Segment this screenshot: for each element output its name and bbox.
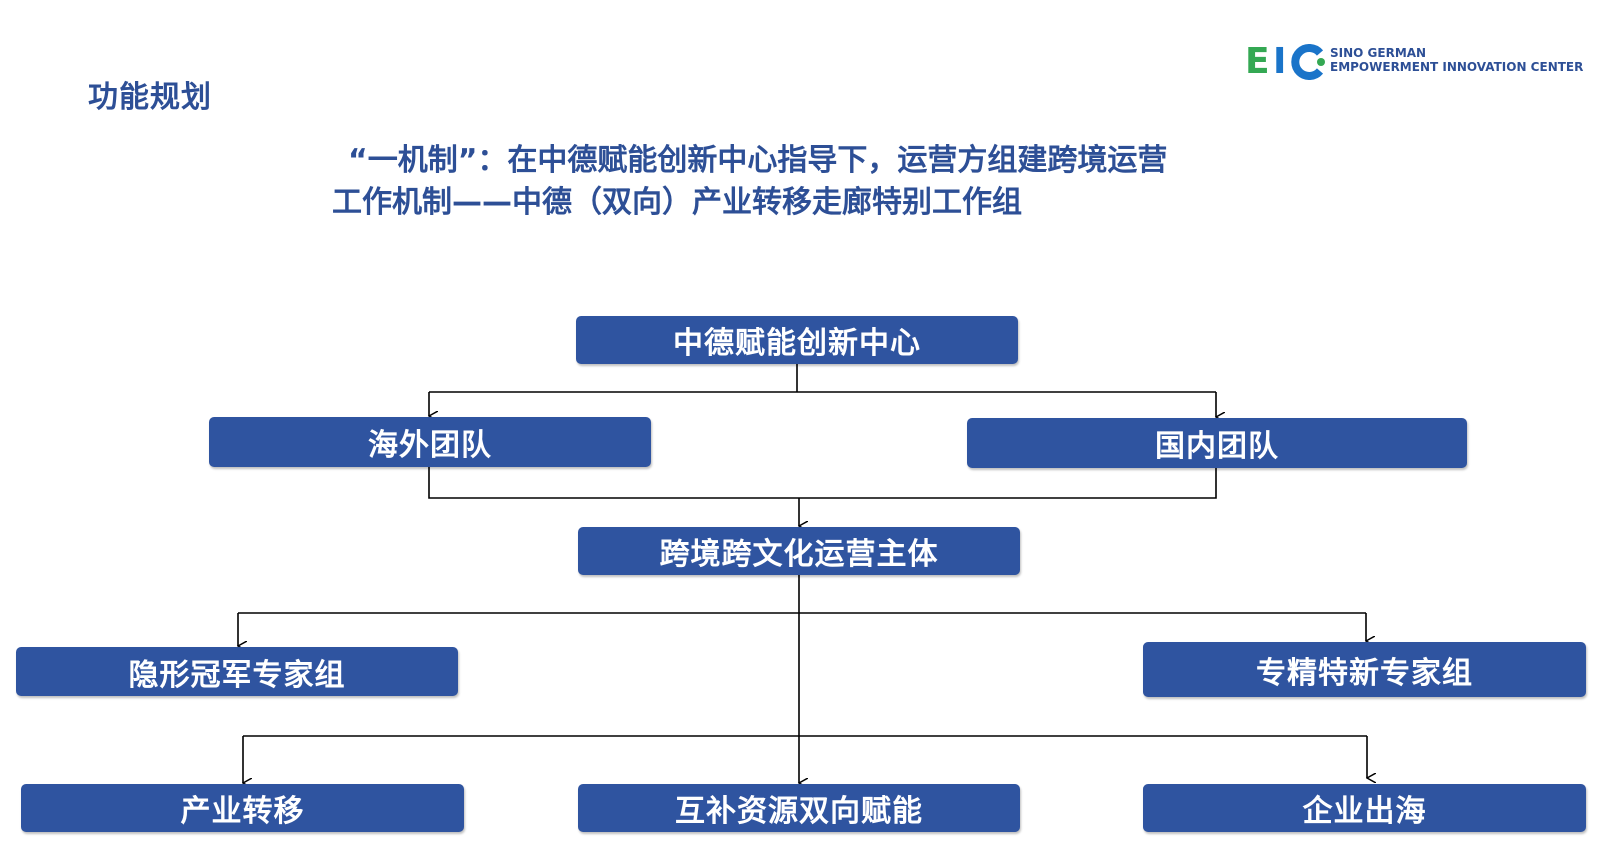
node-going-global: 企业出海: [1143, 784, 1586, 832]
headline-line-2: 工作机制——中德（双向）产业转移走廊特别工作组: [332, 185, 1022, 220]
logo-text-line-1: SINO GERMAN: [1330, 46, 1427, 60]
node-mutual-empowerment: 互补资源双向赋能: [578, 784, 1020, 832]
headline: “一机制”：在中德赋能创新中心指导下，运营方组建跨境运营 工作机制——中德（双向…: [332, 140, 1238, 224]
eic-logo: E I SINO GERMAN EMPOWERMENT INNOVATION C…: [1245, 40, 1585, 84]
node-hidden-champion-group: 隐形冠军专家组: [16, 647, 458, 696]
headline-line-1: “一机制”：在中德赋能创新中心指导下，运营方组建跨境运营: [348, 143, 1168, 178]
node-operating-entity: 跨境跨文化运营主体: [578, 527, 1020, 575]
connector-overseas-down: [428, 467, 1217, 499]
logo-text: SINO GERMAN EMPOWERMENT INNOVATION CENTE…: [1330, 46, 1583, 74]
logo-mark: E I: [1245, 40, 1333, 84]
node-industry-transfer: 产业转移: [21, 784, 464, 832]
logo-text-line-2: EMPOWERMENT INNOVATION CENTER: [1330, 60, 1584, 74]
logo-letter-i: I: [1273, 41, 1287, 82]
logo-c-icon: [1291, 44, 1325, 80]
logo-letter-e: E: [1245, 41, 1270, 82]
node-specialized-group: 专精特新专家组: [1143, 642, 1586, 697]
page-title: 功能规划: [88, 80, 212, 115]
node-sino-german-center: 中德赋能创新中心: [576, 316, 1018, 364]
node-overseas-team: 海外团队: [209, 417, 651, 467]
node-domestic-team: 国内团队: [967, 418, 1467, 468]
